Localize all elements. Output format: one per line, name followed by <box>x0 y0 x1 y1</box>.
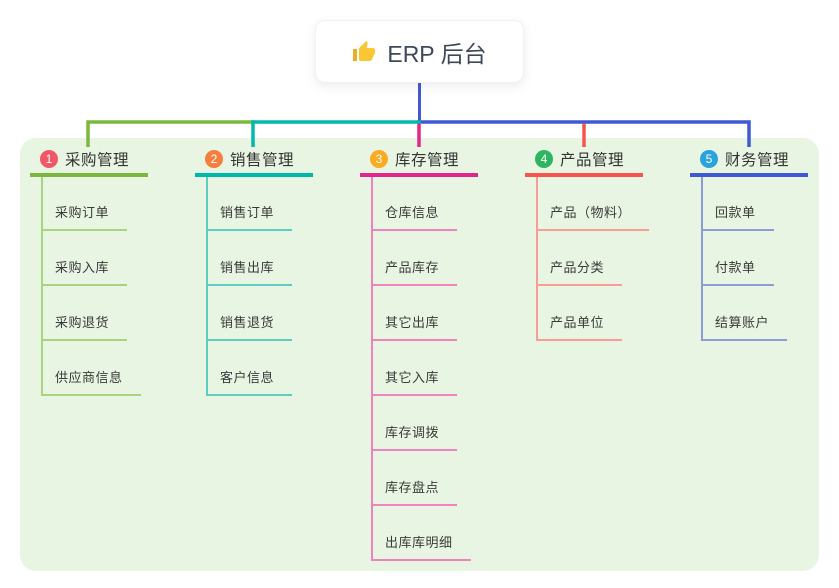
node-warehouse-info[interactable]: 仓库信息 <box>371 204 458 231</box>
badge-1: 1 <box>40 150 58 168</box>
node-payment-bill[interactable]: 付款单 <box>701 259 774 286</box>
thumbs-up-icon <box>352 40 376 64</box>
node-product-material[interactable]: 产品（物料） <box>536 204 650 231</box>
node-customer-info[interactable]: 客户信息 <box>206 369 293 396</box>
branches-background-panel <box>20 138 819 571</box>
node-other-outbound[interactable]: 其它出库 <box>371 314 458 341</box>
node-supplier-info[interactable]: 供应商信息 <box>41 369 141 396</box>
badge-3: 3 <box>370 150 388 168</box>
branch-child-line <box>206 177 208 396</box>
branch-title-label: 采购管理 <box>65 152 130 169</box>
branch-title-label: 销售管理 <box>230 152 295 169</box>
branch-finance-management: 5 财务管理 回款单 付款单 结算账户 <box>690 150 839 341</box>
branch-inventory-management: 3 库存管理 仓库信息 产品库存 其它出库 其它入库 库存调拨 库存盘点 出库库… <box>360 150 525 561</box>
branch-title-label: 产品管理 <box>560 152 625 169</box>
root-node-label: ERP 后台 <box>387 40 487 67</box>
branch-purchase-management: 1 采购管理 采购订单 采购入库 采购退货 供应商信息 <box>30 150 195 396</box>
node-settlement-account[interactable]: 结算账户 <box>701 314 788 341</box>
branch-title-label: 财务管理 <box>725 152 790 169</box>
node-product-category[interactable]: 产品分类 <box>536 259 623 286</box>
branch-title-purchase[interactable]: 1 采购管理 <box>30 150 148 177</box>
branch-sales-management: 2 销售管理 销售订单 销售出库 销售退货 客户信息 <box>195 150 360 396</box>
branch-child-line <box>41 177 43 396</box>
node-outbound-detail[interactable]: 出库库明细 <box>371 534 471 561</box>
node-purchase-order[interactable]: 采购订单 <box>41 204 128 231</box>
node-stock-transfer[interactable]: 库存调拨 <box>371 424 458 451</box>
branch-child-line <box>701 177 703 341</box>
node-sales-outbound[interactable]: 销售出库 <box>206 259 293 286</box>
badge-5: 5 <box>700 150 718 168</box>
node-receipt-bill[interactable]: 回款单 <box>701 204 774 231</box>
branch-title-sales[interactable]: 2 销售管理 <box>195 150 313 177</box>
branch-title-finance[interactable]: 5 财务管理 <box>690 150 808 177</box>
node-purchase-return[interactable]: 采购退货 <box>41 314 128 341</box>
node-other-inbound[interactable]: 其它入库 <box>371 369 458 396</box>
branch-title-label: 库存管理 <box>395 152 460 169</box>
branch-title-inventory[interactable]: 3 库存管理 <box>360 150 478 177</box>
node-product-stock[interactable]: 产品库存 <box>371 259 458 286</box>
node-sales-return[interactable]: 销售退货 <box>206 314 293 341</box>
badge-2: 2 <box>205 150 223 168</box>
node-purchase-inbound[interactable]: 采购入库 <box>41 259 128 286</box>
branch-child-line <box>536 177 538 341</box>
node-stock-count[interactable]: 库存盘点 <box>371 479 458 506</box>
node-sales-order[interactable]: 销售订单 <box>206 204 293 231</box>
badge-4: 4 <box>535 150 553 168</box>
branch-child-line <box>371 177 373 561</box>
branch-title-product[interactable]: 4 产品管理 <box>525 150 643 177</box>
branch-product-management: 4 产品管理 产品（物料） 产品分类 产品单位 <box>525 150 690 341</box>
node-product-unit[interactable]: 产品单位 <box>536 314 623 341</box>
root-node-erp[interactable]: ERP 后台 <box>315 20 524 83</box>
